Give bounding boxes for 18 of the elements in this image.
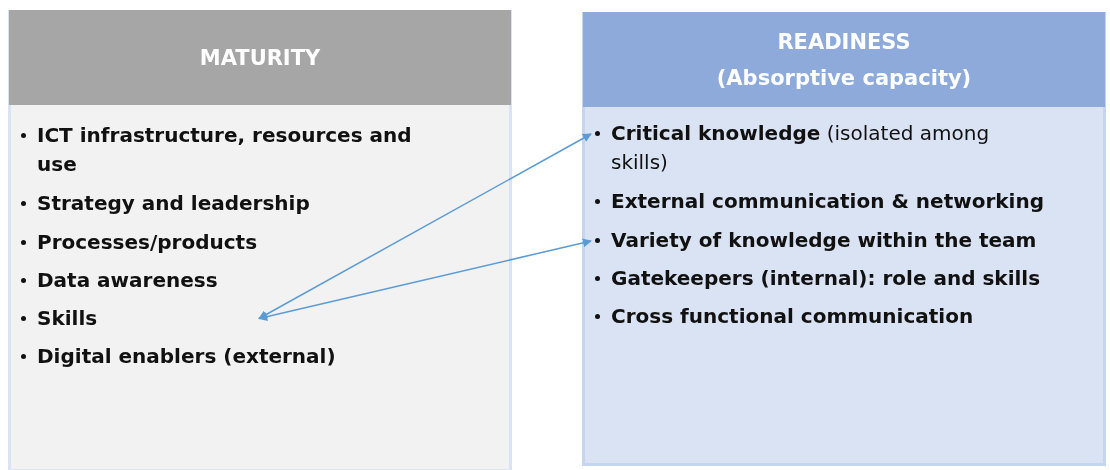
arrow (258, 133, 592, 320)
column-heading: READINESS (777, 28, 911, 56)
arrow (258, 238, 592, 322)
bullet-item: Critical knowledge (isolated among skills) (593, 119, 1013, 177)
bullet-item: Digital enablers (external) (19, 342, 336, 371)
column-heading: MATURITY (199, 44, 321, 72)
column-panel (582, 12, 1106, 466)
bullet-item: Gatekeepers (internal): role and skills (593, 264, 1041, 293)
column-heading: (Absorptive capacity) (716, 64, 972, 92)
bullet-item: Cross functional communication (593, 302, 974, 331)
bullet-item: Data awareness (19, 266, 218, 295)
bullet-item: Variety of knowledge within the team (593, 226, 1037, 255)
bullet-item: Strategy and leadership (19, 189, 310, 218)
bullet-item: ICT infrastructure, resources and use (19, 121, 439, 179)
bullet-item: Skills (19, 304, 255, 333)
bullet-item: Processes/products (19, 228, 258, 257)
column-panel (8, 10, 512, 470)
bullet-item: External communication & networking (593, 187, 1044, 216)
